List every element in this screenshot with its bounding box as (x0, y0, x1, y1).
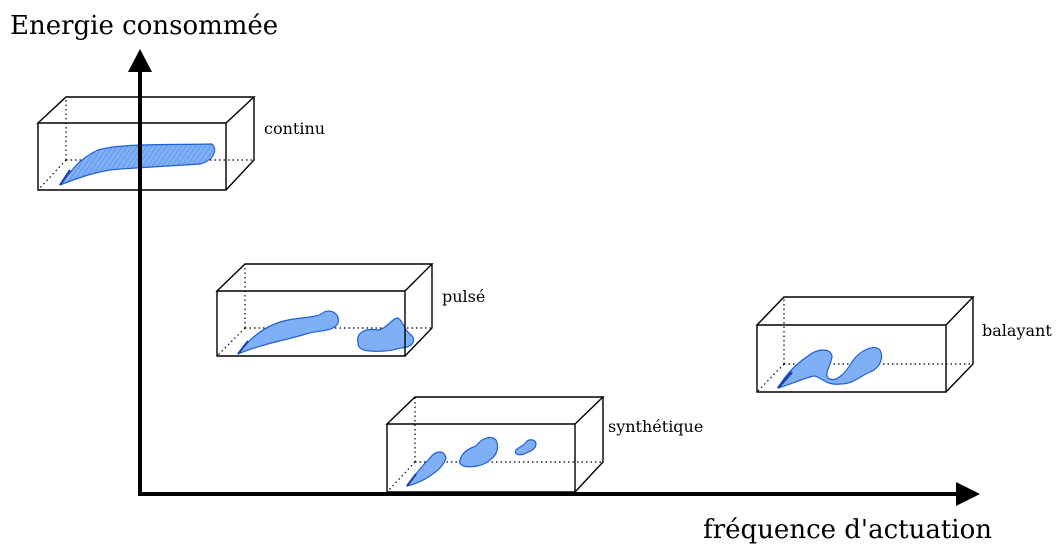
vortex-pulse (237, 310, 415, 355)
box-pulse: pulsé (215, 263, 485, 357)
box-label-pulse: pulsé (442, 287, 485, 306)
box-synthetique: synthétique (385, 396, 703, 493)
box-label-balayant: balayant (982, 321, 1052, 340)
vortex-continu (59, 143, 216, 186)
x-axis-title: fréquence d'actuation (703, 515, 992, 545)
box-label-continu: continu (264, 119, 325, 138)
y-axis-title: Energie consommée (10, 11, 278, 41)
vortex-balayant (777, 347, 883, 389)
y-axis (128, 49, 152, 494)
box-balayant: balayant (755, 296, 1052, 393)
x-axis (138, 482, 980, 506)
vortex-synthetique (406, 436, 537, 487)
box-continu: continu (36, 96, 325, 191)
box-label-synthetique: synthétique (608, 417, 703, 436)
y-axis-arrowhead (128, 49, 152, 72)
x-axis-arrowhead (956, 482, 980, 506)
